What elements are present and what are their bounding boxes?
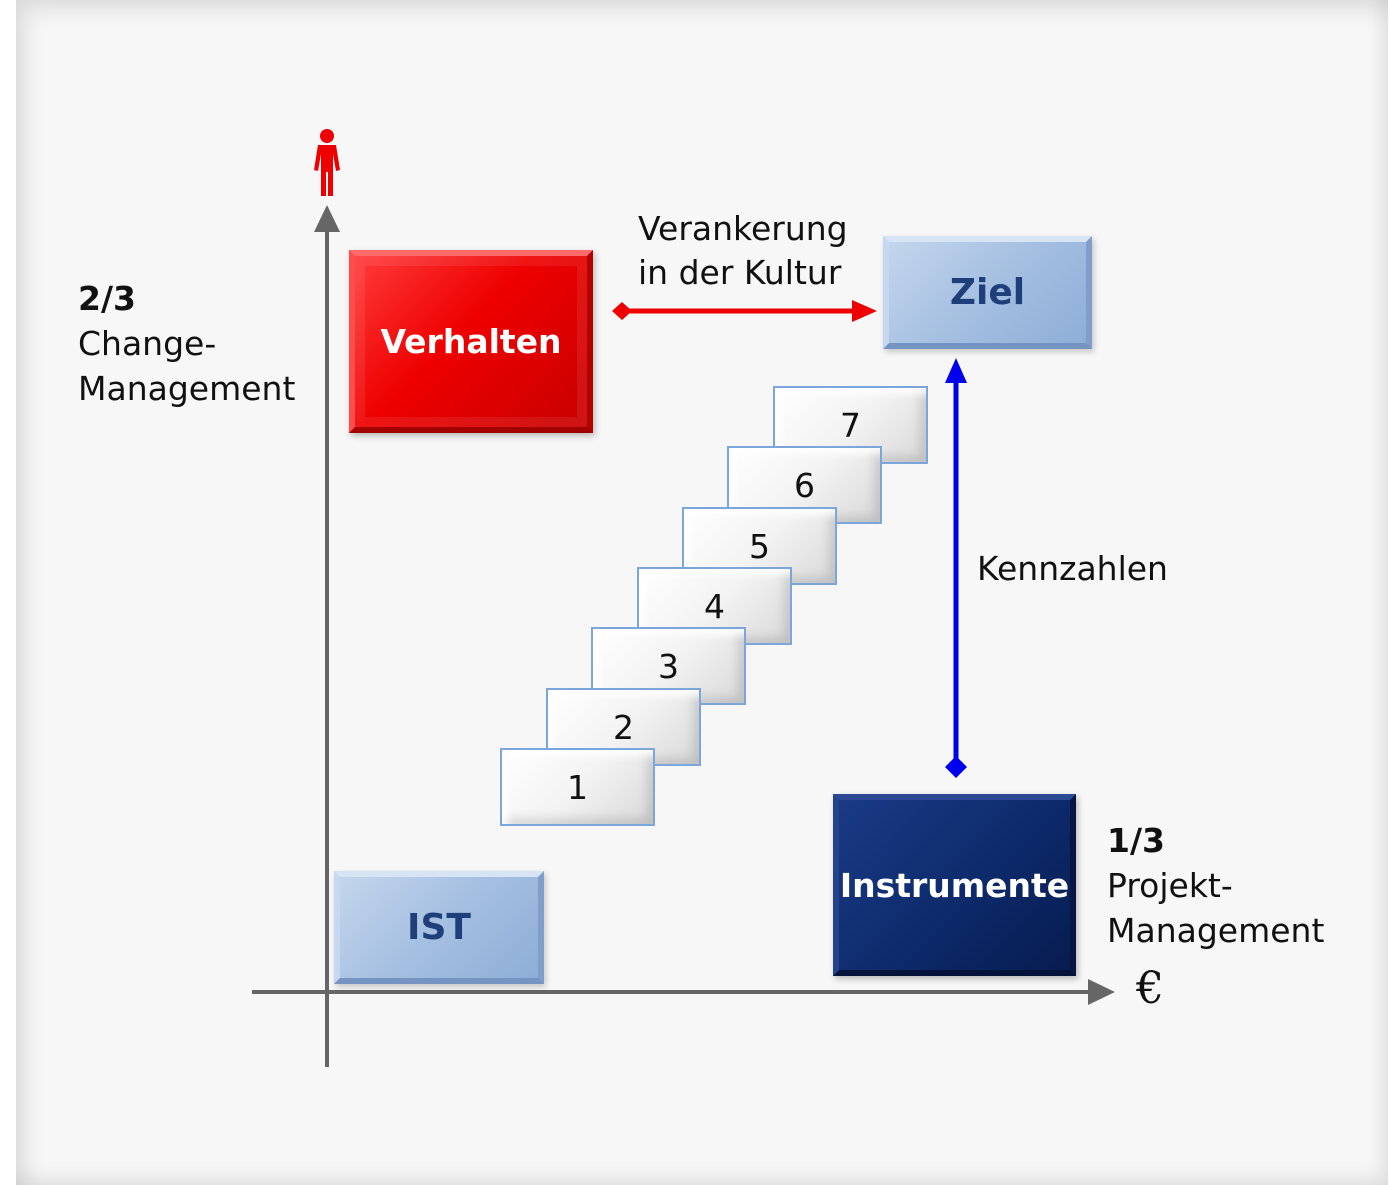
ziel-text: Ziel [949, 272, 1026, 313]
ist-text: IST [407, 907, 471, 948]
euro-icon: € [1136, 963, 1164, 1014]
change-management-fraction: 2/3 [78, 279, 136, 318]
step-4-label: 4 [704, 586, 725, 626]
change-management-line2: Management [78, 369, 296, 408]
person-icon [314, 129, 340, 196]
projekt-management-line2: Management [1107, 911, 1325, 950]
verhalten-box: Verhalten [349, 250, 593, 433]
kennzahlen-arrow [945, 358, 967, 778]
ist-box: IST [334, 871, 544, 984]
step-1-label: 1 [567, 767, 588, 807]
step-6-label: 6 [794, 465, 815, 505]
ziel-box: Ziel [883, 236, 1092, 349]
step-2-label: 2 [613, 707, 634, 747]
step-3-label: 3 [658, 646, 679, 686]
step-5-label: 5 [749, 526, 770, 566]
step-7-label: 7 [840, 405, 861, 445]
change-management-line1: Change- [78, 324, 217, 363]
x-axis-arrowhead [1088, 979, 1115, 1005]
instrumente-text: Instrumente [839, 865, 1070, 905]
y-axis-arrowhead [314, 205, 340, 232]
step-1: 1 [500, 748, 655, 826]
verankerung-arrow [612, 300, 877, 322]
verankerung-line2: in der Kultur [638, 253, 842, 292]
instrumente-box: Instrumente [833, 794, 1076, 976]
change-management-label: 2/3 Change- Management [78, 276, 295, 411]
verankerung-line1: Verankerung [638, 209, 848, 248]
projekt-management-fraction: 1/3 [1107, 821, 1165, 860]
kennzahlen-label: Kennzahlen [977, 549, 1168, 588]
projekt-management-label: 1/3 Projekt- Management [1107, 818, 1324, 953]
verankerung-label: Verankerung in der Kultur [638, 207, 848, 295]
projekt-management-line1: Projekt- [1107, 866, 1233, 905]
verhalten-text: Verhalten [380, 322, 562, 361]
